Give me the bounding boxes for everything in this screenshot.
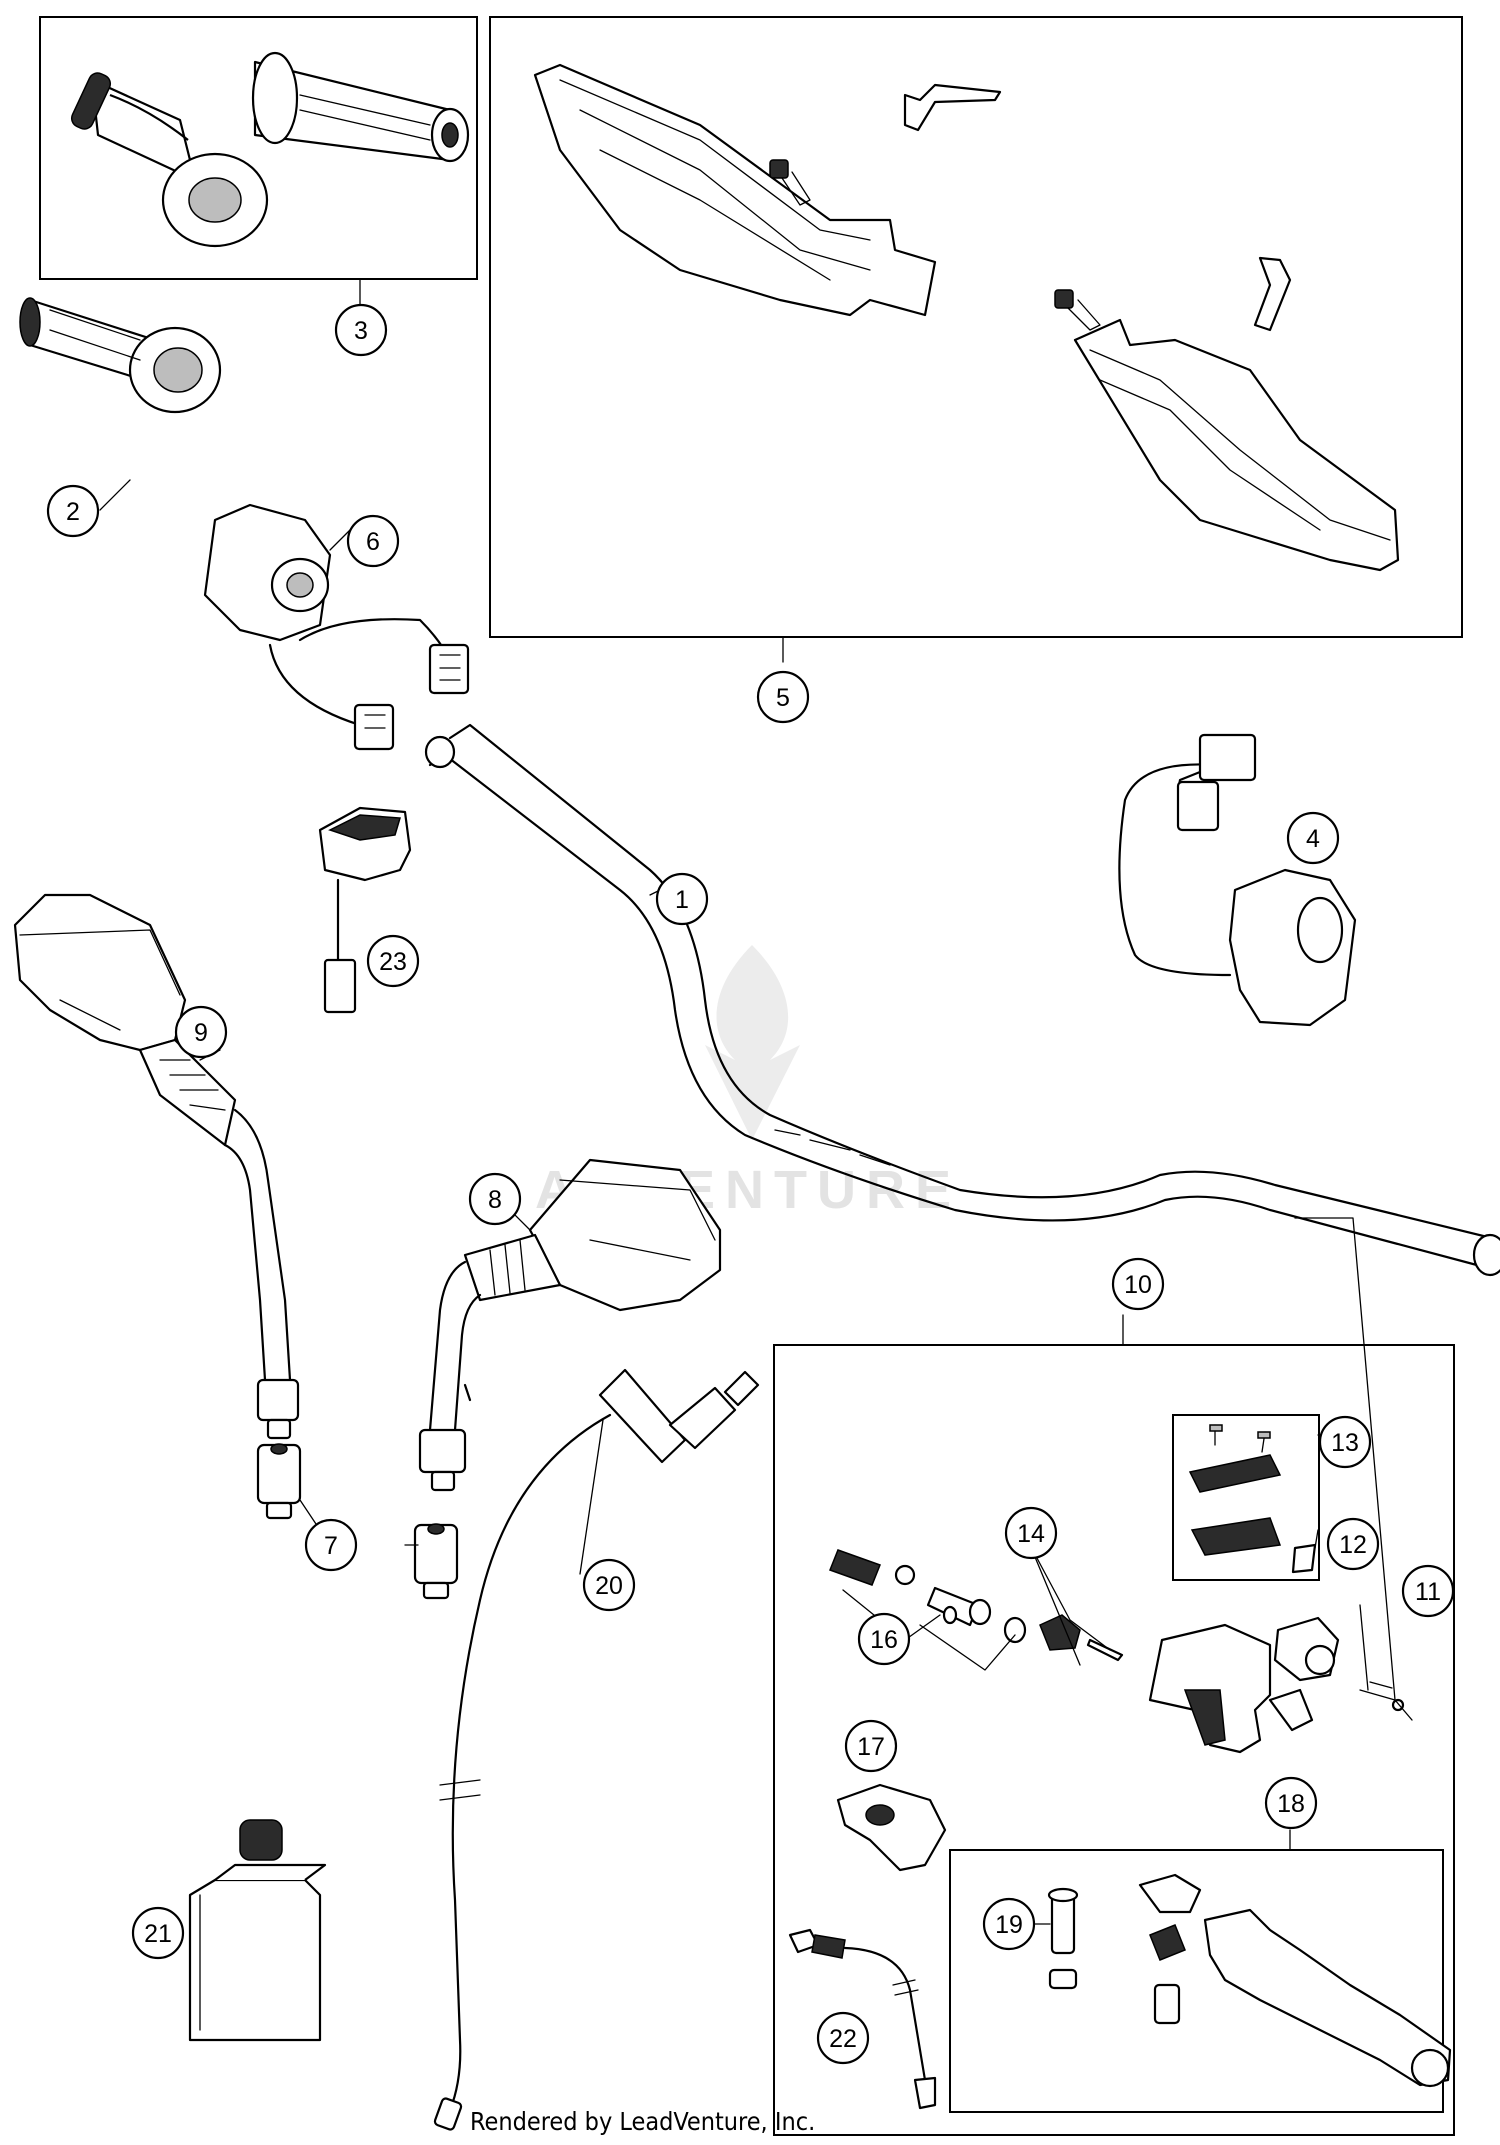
- callout-12: 12: [1326, 1517, 1380, 1571]
- part-handlebar: [424, 723, 1500, 1277]
- callout-8: 8: [468, 1172, 522, 1226]
- part-right-switch: [1118, 733, 1357, 1027]
- svg-text:23: 23: [379, 948, 407, 976]
- svg-text:11: 11: [1415, 1578, 1441, 1606]
- svg-text:9: 9: [194, 1019, 208, 1047]
- callout-16: 16: [857, 1612, 911, 1666]
- part-handguard-set: [533, 63, 1400, 572]
- part-reservoir-cover: [1188, 1424, 1282, 1556]
- svg-text:7: 7: [324, 1532, 338, 1560]
- frame-brake-assembly: [773, 1344, 1455, 2136]
- callout-4: 4: [1286, 811, 1340, 865]
- callout-19: 19: [982, 1897, 1036, 1951]
- callout-22: 22: [816, 2011, 870, 2065]
- part-brake-master-cylinder: [1148, 1616, 1405, 1754]
- svg-text:22: 22: [829, 2025, 857, 2053]
- callout-23: 23: [366, 934, 420, 988]
- svg-text:20: 20: [595, 1572, 623, 1600]
- part-brake-fluid-bottle: [188, 1819, 327, 2042]
- footer-credit: Rendered by LeadVenture, Inc.: [470, 2107, 815, 2136]
- callout-20: 20: [582, 1558, 636, 1612]
- frame-handguards: [489, 16, 1463, 638]
- svg-text:13: 13: [1331, 1429, 1359, 1457]
- callout-5: 5: [756, 670, 810, 724]
- svg-text:16: 16: [870, 1626, 898, 1654]
- part-grips-set: [70, 51, 470, 248]
- svg-text:10: 10: [1124, 1271, 1152, 1299]
- part-reservoir-cap: [1291, 1543, 1317, 1574]
- svg-text:17: 17: [857, 1733, 885, 1761]
- callout-13: 13: [1318, 1415, 1372, 1469]
- callout-10: 10: [1111, 1257, 1165, 1311]
- part-switch-23: [318, 806, 412, 1014]
- svg-text:14: 14: [1017, 1520, 1045, 1548]
- callout-1: 1: [655, 872, 709, 926]
- svg-text:21: 21: [144, 1920, 172, 1948]
- svg-text:18: 18: [1277, 1790, 1305, 1818]
- svg-text:1: 1: [675, 886, 689, 914]
- part-brake-switch-sensor: [788, 1928, 937, 2110]
- callout-2: 2: [46, 484, 100, 538]
- watermark-logo-icon: [705, 945, 800, 1140]
- part-screw: [769, 159, 1101, 331]
- part-pivot-bolt: [1047, 1887, 1079, 1990]
- callout-18: 18: [1264, 1776, 1318, 1830]
- part-bar-end-weights: [256, 1443, 459, 1600]
- part-brake-hose: [433, 1368, 760, 2131]
- callout-14: 14: [1004, 1506, 1058, 1560]
- callout-21: 21: [131, 1906, 185, 1960]
- frame-grips: [39, 16, 478, 280]
- callout-9: 9: [174, 1005, 228, 1059]
- part-cable-tie: [903, 83, 1292, 332]
- part-mirror-left: [13, 893, 300, 1440]
- svg-text:6: 6: [366, 528, 380, 556]
- callout-7: 7: [304, 1518, 358, 1572]
- svg-text:8: 8: [488, 1186, 502, 1214]
- svg-text:5: 5: [776, 684, 790, 712]
- part-left-switch: [203, 503, 470, 751]
- svg-text:19: 19: [995, 1911, 1023, 1939]
- frame-reservoir-cover: [1172, 1414, 1320, 1581]
- callout-3: 3: [334, 303, 388, 357]
- svg-text:12: 12: [1339, 1531, 1367, 1559]
- svg-text:2: 2: [66, 498, 80, 526]
- svg-text:4: 4: [1306, 825, 1320, 853]
- frame-lever-kit: [949, 1849, 1444, 2113]
- callout-11: 11: [1401, 1564, 1455, 1618]
- part-mirror-right: [418, 1158, 722, 1492]
- callout-17: 17: [844, 1719, 898, 1773]
- part-master-cylinder-piston-kit: [829, 1549, 1027, 1644]
- part-throttle-grip: [19, 297, 222, 414]
- part-boot-and-pin: [1039, 1614, 1124, 1662]
- part-clamp: [836, 1783, 947, 1872]
- callout-6: 6: [346, 514, 400, 568]
- leader-lines: [99, 278, 1413, 1925]
- part-brake-lever: [1138, 1873, 1452, 2088]
- svg-text:3: 3: [354, 317, 368, 345]
